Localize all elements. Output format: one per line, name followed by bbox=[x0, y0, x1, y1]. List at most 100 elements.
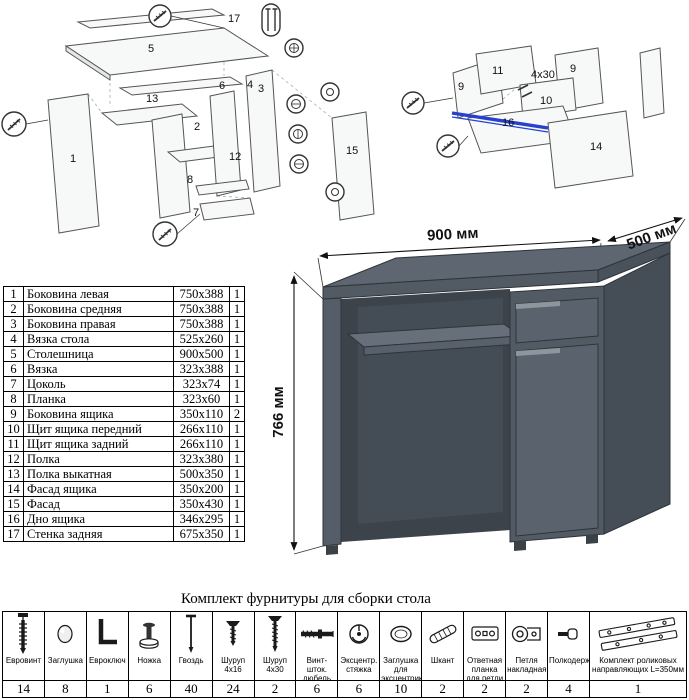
part-label: 11 bbox=[492, 65, 503, 77]
shelf-pin-icon bbox=[548, 612, 589, 656]
hardware-item-quantity: 2 bbox=[506, 680, 547, 697]
hardware-kit-title: Комплект фурнитуры для сборки стола bbox=[181, 591, 431, 607]
drawer-facade bbox=[547, 110, 634, 189]
part-label: 2 bbox=[194, 121, 200, 133]
part-number: 8 bbox=[3, 391, 24, 407]
plinth-panel bbox=[199, 197, 255, 221]
hardware-item: Евроключ 1 bbox=[85, 612, 128, 697]
part-size: 346x295 bbox=[173, 511, 230, 527]
part-number: 13 bbox=[3, 466, 24, 482]
middle-side-panel bbox=[151, 113, 191, 219]
part-number: 17 bbox=[3, 526, 24, 542]
hardware-item-quantity: 10 bbox=[380, 680, 422, 697]
hardware-item-quantity: 2 bbox=[254, 680, 296, 697]
exploded-view-drawer-diagram: 9 11 4x30 9 10 16 14 bbox=[401, 45, 665, 189]
foot bbox=[514, 541, 526, 551]
roller-rail-highlight bbox=[451, 111, 549, 133]
part-label: 15 bbox=[346, 145, 358, 157]
drawer-front bbox=[515, 297, 599, 344]
tie-panel bbox=[209, 90, 242, 197]
part-name: Щит ящика передний bbox=[23, 421, 174, 437]
hardware-item: Петля накладная 2 bbox=[505, 612, 547, 697]
parts-table-row: 4 Вязка стола 525x260 1 bbox=[3, 331, 245, 347]
euro-screw-icon bbox=[3, 612, 44, 656]
part-number: 4 bbox=[3, 331, 24, 347]
parts-table-row: 17 Стенка задняя 675x350 1 bbox=[3, 526, 245, 542]
parts-table-row: 3 Боковина правая 750x388 1 bbox=[3, 316, 245, 332]
part-size: 900x500 bbox=[173, 346, 230, 362]
parts-table-row: 10 Щит ящика передний 266x110 1 bbox=[3, 421, 245, 437]
hinge-icon bbox=[506, 612, 547, 656]
hardware-item-name: Полкодержатель bbox=[548, 656, 589, 665]
hinge-callout-icon bbox=[325, 182, 345, 202]
parts-table-row: 14 Фасад ящика 350x200 1 bbox=[3, 481, 245, 497]
parts-table-row: 15 Фасад 350x430 1 bbox=[3, 496, 245, 512]
desk-panels bbox=[47, 8, 375, 234]
exploded-view-desk-diagram: 17 5 4 1 13 2 12 6 3 8 7 15 bbox=[1, 3, 375, 247]
extra-side-panel bbox=[639, 47, 665, 119]
part-quantity: 2 bbox=[229, 406, 245, 422]
drawer-panels bbox=[452, 45, 665, 189]
part-quantity: 1 bbox=[229, 496, 245, 512]
hex-key-icon bbox=[87, 612, 128, 656]
part-name: Полка bbox=[23, 451, 174, 467]
part-name: Столешница bbox=[23, 346, 174, 362]
part-size: 350x110 bbox=[173, 406, 230, 422]
part-label: 16 bbox=[502, 117, 514, 129]
parts-table-row: 2 Боковина средняя 750x388 1 bbox=[3, 301, 245, 317]
part-number: 10 bbox=[3, 421, 24, 437]
parts-table-row: 9 Боковина ящика 350x110 2 bbox=[3, 406, 245, 422]
part-quantity: 1 bbox=[229, 421, 245, 437]
part-number: 5 bbox=[3, 346, 24, 362]
cam-lock-icon bbox=[338, 612, 379, 656]
part-name: Фасад bbox=[23, 496, 174, 512]
stretcher-panel bbox=[118, 76, 244, 96]
part-number: 12 bbox=[3, 451, 24, 467]
hardware-item-quantity: 1 bbox=[86, 680, 128, 697]
part-number: 7 bbox=[3, 376, 24, 392]
plank-panel bbox=[195, 179, 250, 196]
screw-4x16-icon bbox=[213, 612, 254, 656]
part-quantity: 1 bbox=[229, 511, 245, 527]
part-size: 750x388 bbox=[173, 286, 230, 302]
hardware-item: Евровинт 14 bbox=[3, 612, 44, 697]
screw-4x30-icon bbox=[255, 612, 296, 656]
right-diagram-part-labels: 9 11 4x30 9 10 16 14 bbox=[458, 63, 602, 153]
parts-table-row: 11 Щит ящика задний 266x110 1 bbox=[3, 436, 245, 452]
hardware-item: Полкодержатель 4 bbox=[546, 612, 589, 697]
left-diagram-part-labels: 17 5 4 1 13 2 12 6 3 8 7 15 bbox=[70, 13, 358, 219]
hardware-item: Заглушка 8 bbox=[43, 612, 86, 697]
hardware-table: Евровинт 14 Заглушка 8 Евроключ 1 Ножка … bbox=[2, 611, 687, 698]
desk-body bbox=[322, 241, 671, 555]
parts-table-row: 6 Вязка 323x388 1 bbox=[3, 361, 245, 377]
part-size: 350x200 bbox=[173, 481, 230, 497]
hardware-item-quantity: 1 bbox=[589, 680, 687, 697]
part-name: Дно ящика bbox=[23, 511, 174, 527]
hardware-item-name: Комплект роликовых направляющих L=350мм bbox=[592, 656, 684, 675]
part-quantity: 1 bbox=[229, 376, 245, 392]
hardware-item: Заглушка для эксцентрика 10 bbox=[379, 612, 422, 697]
hardware-callouts bbox=[1, 3, 345, 247]
wood-dowel-icon bbox=[422, 612, 463, 656]
hardware-item-name: Шуруп 4x16 bbox=[221, 656, 246, 675]
part-label: 6 bbox=[219, 80, 225, 92]
part-label: 10 bbox=[540, 95, 552, 107]
part-label: 5 bbox=[148, 43, 154, 55]
part-size: 266x110 bbox=[173, 436, 230, 452]
part-size: 323x388 bbox=[173, 361, 230, 377]
pullout-shelf-panel bbox=[100, 103, 199, 126]
dowel-bolt-icon bbox=[296, 612, 337, 656]
door-facade-panel bbox=[331, 111, 375, 221]
part-number: 3 bbox=[3, 316, 24, 332]
part-name: Боковина правая bbox=[23, 316, 174, 332]
callout-glyphs bbox=[7, 8, 339, 241]
part-quantity: 1 bbox=[229, 346, 245, 362]
part-size: 266x110 bbox=[173, 421, 230, 437]
part-size: 323x60 bbox=[173, 391, 230, 407]
leg-icon bbox=[129, 612, 170, 656]
part-label: 8 bbox=[187, 174, 193, 186]
part-size: 500x350 bbox=[173, 466, 230, 482]
part-name: Вязка стола bbox=[23, 331, 174, 347]
part-label: 9 bbox=[570, 63, 576, 75]
